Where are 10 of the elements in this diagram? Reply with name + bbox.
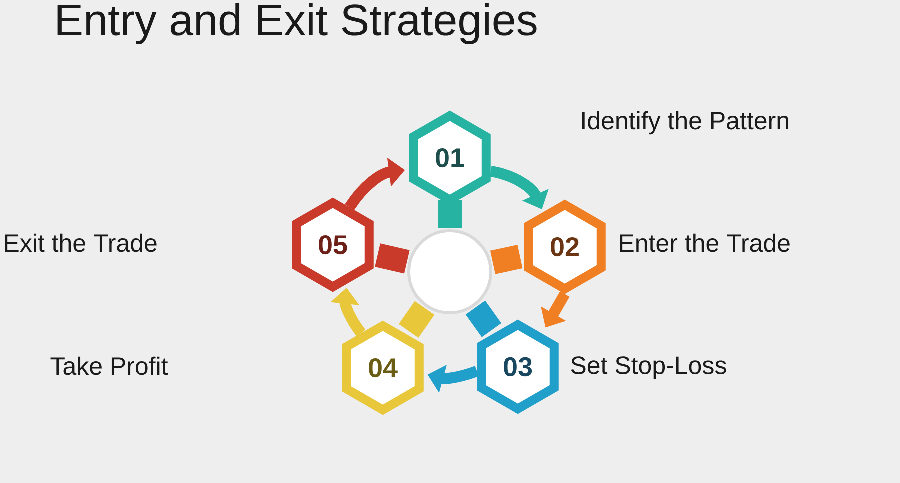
- step-label: Take Profit: [50, 356, 168, 376]
- hub-circle: [408, 230, 492, 314]
- step-label: Enter the Trade: [620, 234, 790, 252]
- step-label: Set Stop-Loss: [571, 356, 726, 380]
- title: Entry and Exit Strategies: [58, 4, 537, 44]
- step-label: Exit the Trade: [5, 234, 157, 252]
- step-label: Identify the Pattern: [582, 111, 788, 135]
- connector-bar: [375, 244, 410, 274]
- connector-bar: [438, 200, 462, 228]
- connector-bar: [490, 245, 523, 274]
